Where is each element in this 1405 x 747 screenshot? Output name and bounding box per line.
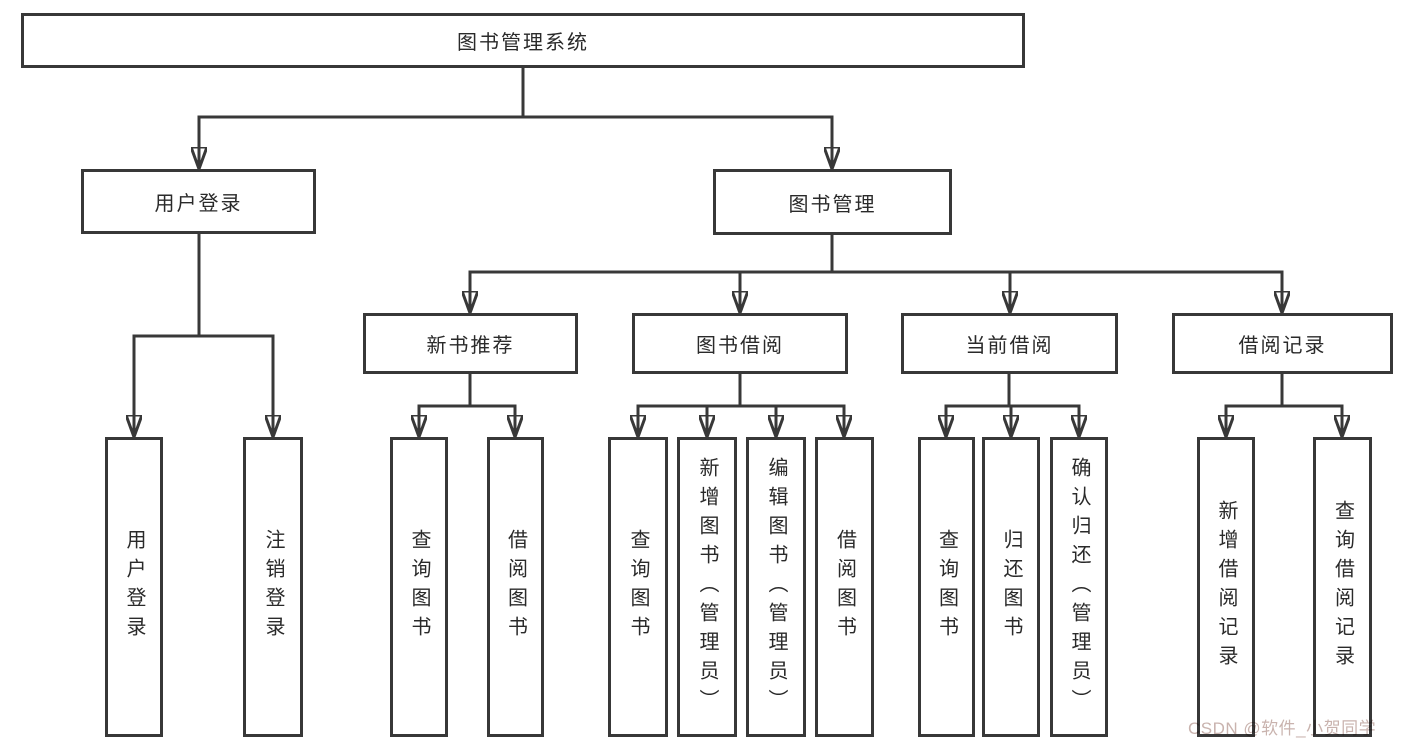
leaf-label: 查询图书 [408,529,430,645]
leaf-add-borrow-record: 新增借阅记录 [1197,437,1255,737]
node-new-book-recommendation: 新书推荐 [363,313,578,374]
leaf-confirm-return-admin: 确认归还（管理员） [1050,437,1108,737]
leaf-label: 确认归还（管理员） [1068,456,1090,718]
leaf-label: 归还图书 [1000,529,1022,645]
leaf-query-books: 查询图书 [918,437,975,737]
node-label: 借阅记录 [1238,335,1327,357]
leaf-return-books: 归还图书 [982,437,1040,737]
leaf-label: 查询图书 [627,529,649,645]
node-label: 当前借阅 [965,335,1054,357]
node-label: 图书管理 [788,193,877,216]
node-label: 用户登录 [154,193,243,215]
leaf-label: 借阅图书 [833,529,856,645]
node-label: 新书推荐 [426,335,515,357]
node-book-management: 图书管理 [713,169,952,235]
leaf-borrow-books: 借阅图书 [815,437,874,737]
node-label: 图书借阅 [696,335,784,357]
node-current-borrowing: 当前借阅 [901,313,1118,374]
leaf-add-books-admin: 新增图书（管理员） [677,437,737,737]
csdn-watermark: CSDN @软件_小贺同学 [1188,719,1377,738]
leaf-label: 查询图书 [935,529,958,645]
node-label: 图书管理系统 [457,32,589,54]
leaf-query-borrow-record: 查询借阅记录 [1313,437,1372,737]
leaf-label: 查询借阅记录 [1331,500,1354,674]
leaf-label: 编辑图书（管理员） [765,456,787,718]
leaf-query-books: 查询图书 [390,437,448,737]
node-borrowing-records: 借阅记录 [1172,313,1393,374]
leaf-label: 用户登录 [123,529,145,645]
leaf-borrow-books: 借阅图书 [487,437,544,737]
leaf-label: 新增图书（管理员） [696,456,718,718]
node-book-borrowing: 图书借阅 [632,313,848,374]
leaf-label: 借阅图书 [504,529,527,645]
leaf-label: 注销登录 [262,529,284,645]
leaf-user-login: 用户登录 [105,437,163,737]
node-library-management-system: 图书管理系统 [21,13,1025,68]
leaf-label: 新增借阅记录 [1215,500,1237,674]
node-user-login: 用户登录 [81,169,316,234]
leaf-logout: 注销登录 [243,437,303,737]
leaf-edit-books-admin: 编辑图书（管理员） [746,437,806,737]
leaf-query-books: 查询图书 [608,437,668,737]
